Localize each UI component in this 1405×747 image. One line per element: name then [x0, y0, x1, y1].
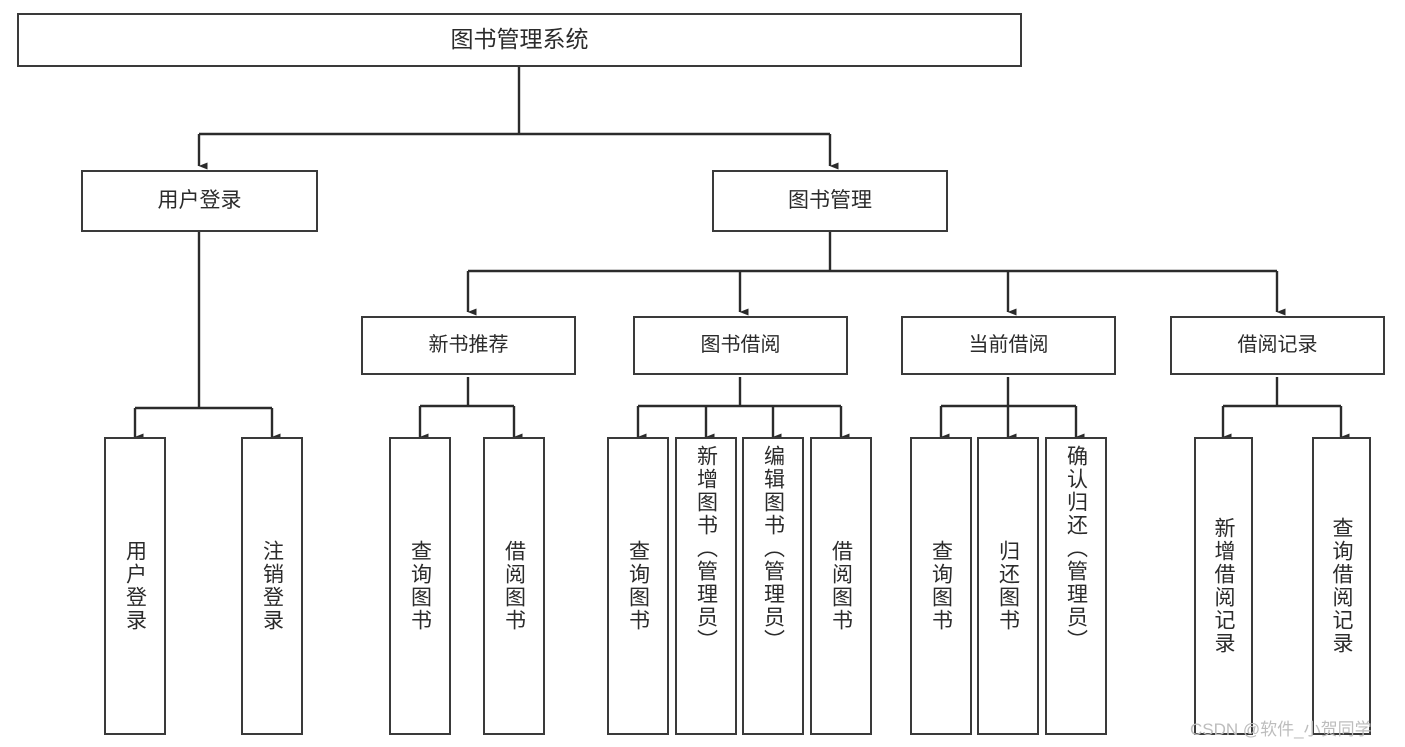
node-current-borrow-label: 当前借阅: [968, 333, 1049, 356]
node-leaf-edit-book-label: 编辑图书（管理员）: [761, 445, 785, 652]
node-new-book-recommend[interactable]: 新书推荐: [361, 316, 576, 375]
node-leaf-query-book-1-label: 查询图书: [408, 540, 432, 632]
node-book-management[interactable]: 图书管理: [712, 170, 948, 232]
node-current-borrow[interactable]: 当前借阅: [901, 316, 1116, 375]
node-leaf-query-book-3[interactable]: 查询图书: [910, 437, 972, 735]
node-leaf-edit-book[interactable]: 编辑图书（管理员）: [742, 437, 804, 735]
node-leaf-add-record-label: 新增借阅记录: [1212, 517, 1235, 655]
node-leaf-query-book-1[interactable]: 查询图书: [389, 437, 451, 735]
node-new-book-recommend-label: 新书推荐: [428, 333, 509, 356]
node-leaf-user-login-label: 用户登录: [123, 540, 147, 632]
node-leaf-query-book-2[interactable]: 查询图书: [607, 437, 669, 735]
node-leaf-logout-login[interactable]: 注销登录: [241, 437, 303, 735]
node-leaf-query-book-3-label: 查询图书: [929, 540, 953, 632]
watermark-text: CSDN @软件_小贺同学: [1190, 720, 1372, 739]
node-leaf-confirm-return[interactable]: 确认归还（管理员）: [1045, 437, 1107, 735]
node-leaf-borrow-book-2-label: 借阅图书: [829, 540, 853, 632]
node-book-borrow-label: 图书借阅: [700, 333, 781, 356]
node-book-management-label: 图书管理: [788, 188, 872, 212]
node-borrow-record[interactable]: 借阅记录: [1170, 316, 1385, 375]
node-leaf-query-book-2-label: 查询图书: [626, 540, 650, 632]
node-leaf-logout-login-label: 注销登录: [260, 540, 284, 632]
node-book-borrow[interactable]: 图书借阅: [633, 316, 848, 375]
node-leaf-return-book-label: 归还图书: [996, 540, 1020, 632]
node-root-label: 图书管理系统: [450, 26, 589, 53]
node-leaf-confirm-return-label: 确认归还（管理员）: [1064, 445, 1088, 652]
node-leaf-add-book[interactable]: 新增图书（管理员）: [675, 437, 737, 735]
node-leaf-query-record-label: 查询借阅记录: [1330, 517, 1353, 655]
node-leaf-add-book-label: 新增图书（管理员）: [694, 445, 718, 652]
node-leaf-borrow-book-1-label: 借阅图书: [502, 540, 526, 632]
node-user-login-label: 用户登录: [157, 188, 242, 212]
node-leaf-query-record[interactable]: 查询借阅记录: [1312, 437, 1371, 735]
node-leaf-user-login[interactable]: 用户登录: [104, 437, 166, 735]
node-leaf-return-book[interactable]: 归还图书: [977, 437, 1039, 735]
node-root[interactable]: 图书管理系统: [17, 13, 1022, 67]
node-leaf-borrow-book-1[interactable]: 借阅图书: [483, 437, 545, 735]
node-borrow-record-label: 借阅记录: [1237, 333, 1318, 356]
node-leaf-borrow-book-2[interactable]: 借阅图书: [810, 437, 872, 735]
node-user-login[interactable]: 用户登录: [81, 170, 318, 232]
node-leaf-add-record[interactable]: 新增借阅记录: [1194, 437, 1253, 735]
